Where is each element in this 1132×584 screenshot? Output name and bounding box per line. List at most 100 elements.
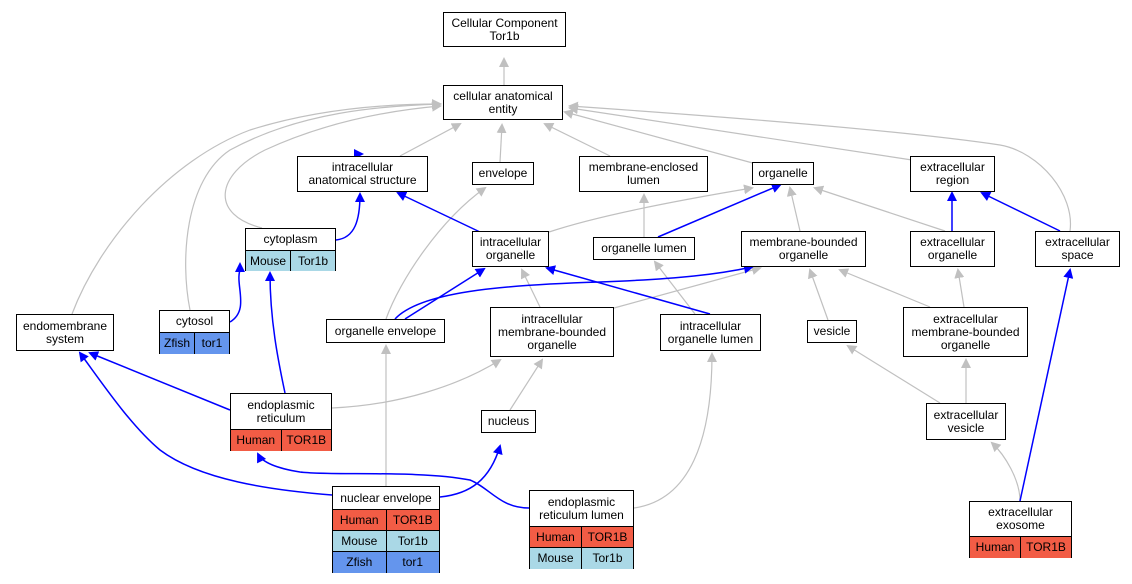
edge-mbo-to-organelle xyxy=(786,186,801,232)
node-label: organelle xyxy=(758,166,808,180)
node-nuclear-envelope[interactable]: nuclear envelope Human TOR1B Mouse Tor1b… xyxy=(332,486,440,573)
node-label: anatomical structure xyxy=(308,173,417,187)
node-header: cytosol xyxy=(160,311,229,332)
species-row-zfish: Zfish tor1 xyxy=(333,551,439,573)
node-membrane-enclosed-lumen[interactable]: membrane-enclosed lumen xyxy=(579,156,708,192)
node-membrane-bounded-organelle[interactable]: membrane-bounded organelle xyxy=(741,231,866,267)
node-label: extracellular xyxy=(988,505,1053,519)
node-header: nuclear envelope xyxy=(333,487,439,509)
gene-label: TOR1B xyxy=(581,527,633,547)
node-extracellular-membrane-bounded-organelle[interactable]: extracellular membrane-bounded organelle xyxy=(903,307,1028,357)
node-label: extracellular xyxy=(920,160,985,174)
node-label: envelope xyxy=(478,166,528,180)
species-row-human: Human TOR1B xyxy=(333,509,439,530)
node-extracellular-space[interactable]: extracellular space xyxy=(1035,231,1120,267)
node-organelle[interactable]: organelle xyxy=(752,162,814,185)
edge-imbo-to-intorg xyxy=(521,268,541,308)
species-label: Mouse xyxy=(341,533,378,548)
node-intracellular-membrane-bounded-organelle[interactable]: intracellular membrane-bounded organelle xyxy=(490,307,614,357)
edge-cytosol-to-cytoplasm xyxy=(229,262,245,323)
node-label: membrane-bounded xyxy=(497,324,607,339)
node-cytoplasm[interactable]: cytoplasm Mouse Tor1b xyxy=(245,228,336,271)
gene-label: Tor1b xyxy=(290,251,335,271)
node-label: intracellular xyxy=(679,318,742,333)
node-nucleus[interactable]: nucleus xyxy=(481,410,536,433)
node-organelle-lumen[interactable]: organelle lumen xyxy=(593,237,695,260)
edge-iol-to-orglumen xyxy=(653,260,696,315)
edge-ias-to-cae xyxy=(399,123,462,157)
edge-er-to-cytoplasm xyxy=(265,271,286,394)
species-row-human: Human TOR1B xyxy=(530,526,633,547)
node-intracellular-organelle-lumen[interactable]: intracellular organelle lumen xyxy=(660,314,761,351)
gene-label: Tor1b xyxy=(385,531,440,551)
node-label: extracellular xyxy=(920,235,985,249)
node-extracellular-vesicle[interactable]: extracellular vesicle xyxy=(926,403,1006,440)
node-vesicle[interactable]: vesicle xyxy=(807,320,857,343)
node-envelope[interactable]: envelope xyxy=(472,162,534,185)
edge-endomem-to-cae xyxy=(71,99,442,315)
gene-label: Tor1b xyxy=(581,548,633,569)
edge-orgenv-to-mbo xyxy=(394,263,754,320)
edge-orgenv-to-envelope xyxy=(385,186,487,320)
gene-label: TOR1B xyxy=(385,510,440,530)
edge-orgenv-to-intorg xyxy=(404,267,486,320)
species-label: Human xyxy=(536,529,575,544)
node-label: organelle lumen xyxy=(601,241,687,255)
node-label: extracellular xyxy=(933,407,999,422)
node-header: endoplasmic reticulum lumen xyxy=(530,491,633,526)
node-intracellular-anatomical-structure[interactable]: intracellular anatomical structure xyxy=(297,156,428,192)
edge-er-to-imbo xyxy=(331,358,502,409)
node-label: organelle xyxy=(485,248,536,262)
node-cellular-component[interactable]: Cellular Component Tor1b xyxy=(443,12,566,47)
node-label: endomembrane xyxy=(22,318,108,333)
species-row: Mouse Tor1b xyxy=(246,250,335,271)
species-label: Mouse xyxy=(249,253,287,268)
species-label: Human xyxy=(975,540,1015,554)
node-label: cytosol xyxy=(175,314,214,328)
node-endomembrane-system[interactable]: endomembrane system xyxy=(16,314,114,351)
node-extracellular-region[interactable]: extracellular region xyxy=(910,156,995,192)
edge-ecves-to-vesicle xyxy=(846,344,941,404)
node-label: membrane-bounded xyxy=(749,235,858,249)
node-label: intracellular xyxy=(521,311,583,326)
edge-nucleus-to-imbo xyxy=(509,358,544,411)
edge-cytoplasm-to-cae xyxy=(224,101,442,229)
node-label: endoplasmic xyxy=(547,494,616,509)
node-label: nuclear envelope xyxy=(340,490,432,505)
node-label: exosome xyxy=(996,518,1045,532)
node-label: vesicle xyxy=(947,420,985,435)
edge-erl-to-er xyxy=(257,452,530,509)
edge-envelope-to-cae xyxy=(496,123,507,163)
edge-orglumen-to-organelle xyxy=(657,183,782,238)
node-endoplasmic-reticulum[interactable]: endoplasmic reticulum Human TOR1B xyxy=(230,393,332,451)
species-row-mouse: Mouse Tor1b xyxy=(333,530,439,551)
node-label: organelle xyxy=(927,248,978,262)
node-intracellular-organelle[interactable]: intracellular organelle xyxy=(472,231,549,267)
node-extracellular-organelle[interactable]: extracellular organelle xyxy=(910,231,995,267)
species-label: Mouse xyxy=(537,551,574,565)
node-label: organelle lumen xyxy=(667,331,754,346)
node-label: membrane-bounded xyxy=(911,324,1020,339)
node-organelle-envelope[interactable]: organelle envelope xyxy=(326,319,445,343)
edge-ecspace-to-ecregion xyxy=(980,192,1061,232)
node-label: region xyxy=(935,173,970,187)
node-header: endoplasmic reticulum xyxy=(231,394,331,429)
edge-ecregion-to-cae xyxy=(568,104,913,161)
node-label: intracellular xyxy=(331,160,394,174)
node-cellular-anatomical-entity[interactable]: cellular anatomical entity xyxy=(443,85,563,120)
edge-intorg-to-organelle xyxy=(548,184,754,233)
edge-cytosol-to-cae xyxy=(185,99,442,311)
edge-imbo-to-mbo xyxy=(613,265,762,309)
node-header: extracellular exosome xyxy=(970,502,1071,536)
node-endoplasmic-reticulum-lumen[interactable]: endoplasmic reticulum lumen Human TOR1B … xyxy=(529,490,634,569)
edge-ecspace-to-cae xyxy=(568,101,1072,232)
node-cytosol[interactable]: cytosol Zfish tor1 xyxy=(159,310,230,354)
node-label: extracellular xyxy=(1045,235,1110,249)
node-label: lumen xyxy=(627,173,660,187)
node-extracellular-exosome[interactable]: extracellular exosome Human TOR1B xyxy=(969,501,1072,558)
node-label: reticulum lumen xyxy=(539,507,624,522)
node-label: organelle xyxy=(778,248,829,262)
gene-label: TOR1B xyxy=(280,430,332,451)
node-label: nucleus xyxy=(487,414,530,428)
